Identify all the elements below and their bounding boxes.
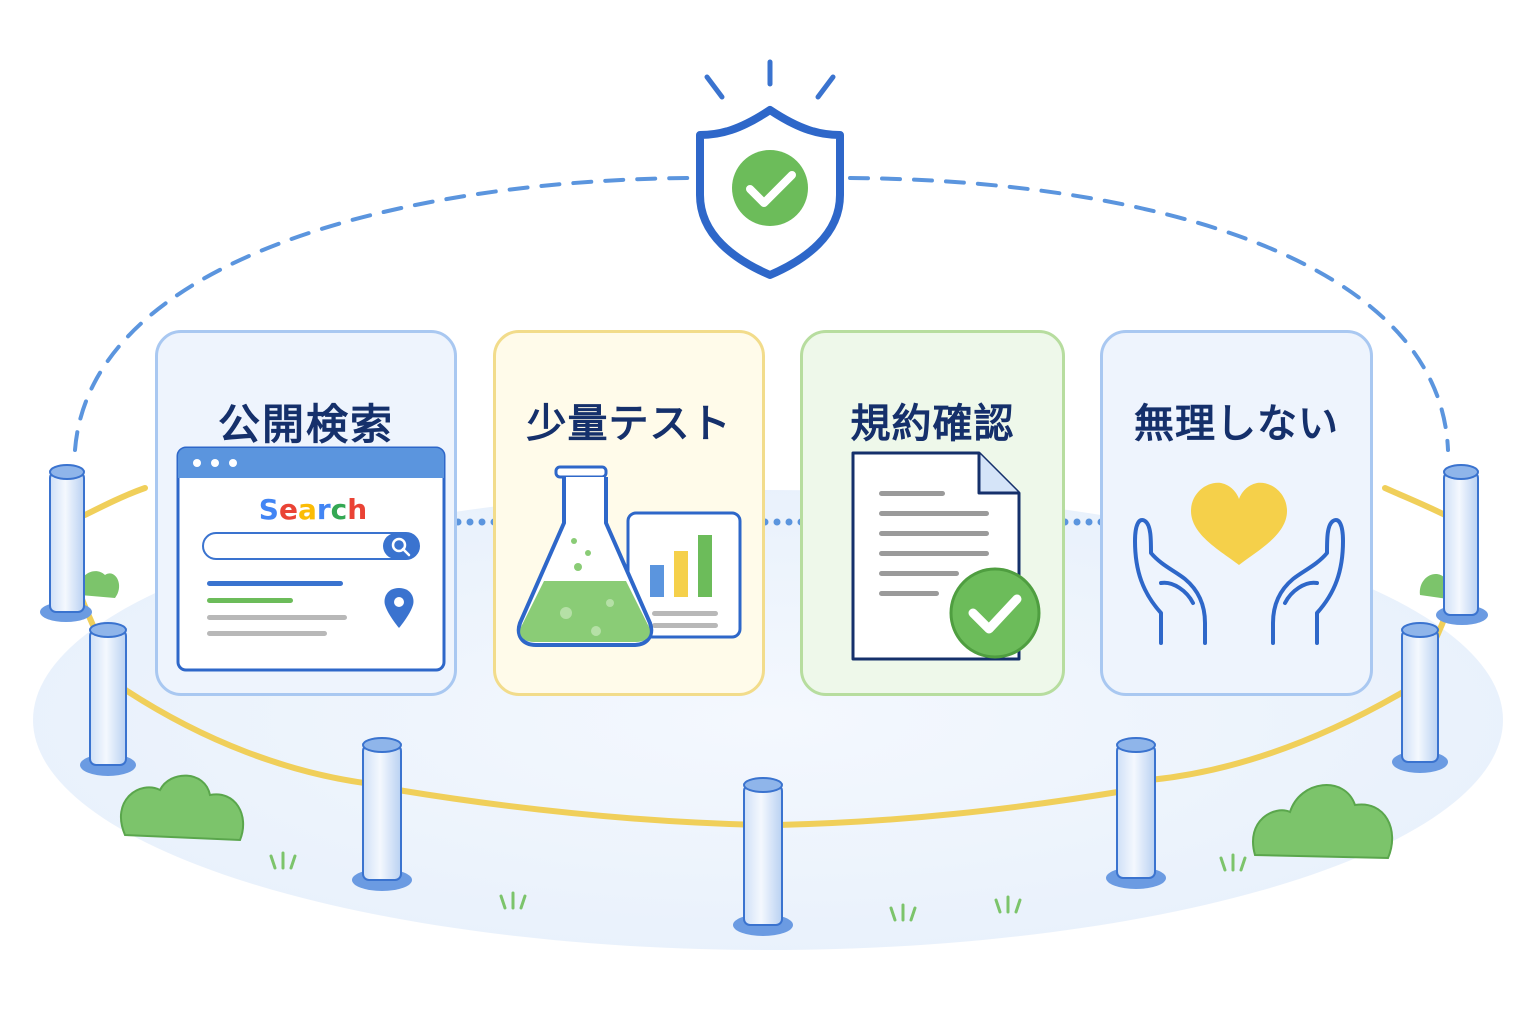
post [352,737,412,891]
bush-left-small [79,571,120,598]
card-public-search: 公開検索 Search [155,330,457,696]
card-terms-check: 規約確認 [800,330,1065,696]
card-title: 規約確認 [850,401,1015,447]
post [1436,464,1488,625]
boundary-dashed-line [73,176,1450,452]
post [1392,622,1448,773]
hands-heart-icon [1133,482,1345,645]
browser-search-icon: Search [176,446,446,672]
post [1106,737,1166,889]
card-small-test: 少量テスト [493,330,765,696]
card-title: 公開検索 [217,400,394,449]
card-title: 少量テスト [526,401,732,447]
post [733,777,793,936]
fence-posts [40,464,1488,936]
flask-chart-icon [516,465,742,647]
shield-check-icon [696,59,844,279]
bush-left [119,774,245,842]
post [40,464,92,622]
card-title: 無理しない [1134,401,1339,447]
search-logo-text: Search [259,493,367,526]
fence-ropes [57,485,1468,828]
grass-tufts [269,851,1247,922]
bush-right [1252,784,1394,860]
post [80,622,136,776]
card-no-overdo: 無理しない [1100,330,1373,696]
document-check-icon [851,451,1041,661]
